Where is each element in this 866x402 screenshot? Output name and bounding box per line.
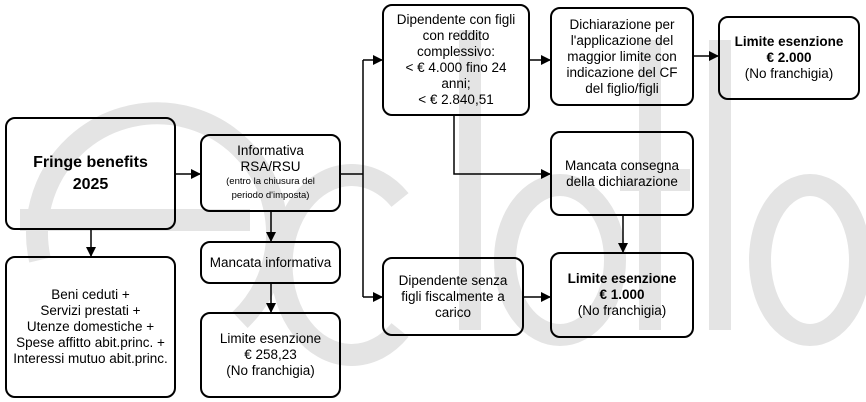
beni-line: Servizi prestati + — [40, 303, 141, 318]
beni-line: Beni ceduti + — [51, 287, 130, 302]
limite-258-title: Limite esenzione — [219, 331, 322, 346]
node-limite-1000: Limite esenzione € 1.000 (No franchigia) — [550, 252, 694, 338]
node-limite-2000: Limite esenzione € 2.000 (No franchigia) — [718, 16, 860, 100]
informativa-note: (entro la chiusura del — [226, 176, 315, 187]
node-mancata-consegna: Mancata consegna della dichiarazione — [550, 131, 694, 216]
dip-figli-line: < € 4.000 fino 24 — [405, 60, 507, 75]
informativa-title: Informativa RSA/RSU — [237, 143, 304, 174]
dip-figli-line: complessivo: — [416, 44, 496, 59]
dip-figli-line: anni; — [441, 76, 471, 91]
node-dipendente-figli: Dipendente con figli con reddito comples… — [382, 4, 530, 116]
node-dichiarazione: Dichiarazione per l'applicazione del mag… — [550, 7, 694, 106]
limite-258-note: (No franchigia) — [226, 363, 315, 378]
mancata-informativa-label: Mancata informativa — [209, 254, 332, 270]
dip-senza-line: Dipendente senza — [398, 272, 508, 288]
node-mancata-informativa: Mancata informativa — [200, 241, 341, 284]
limite-2000-amount: € 2.000 — [766, 50, 812, 65]
node-dipendente-senza-figli: Dipendente senza figli fiscalmente a car… — [382, 257, 524, 336]
node-limite-258: Limite esenzione € 258,23 (No franchigia… — [200, 312, 341, 398]
mancata-consegna-line: Mancata consegna — [564, 157, 680, 173]
dip-senza-line: figli fiscalmente a — [401, 288, 505, 304]
dip-figli-line: Dipendente con figli — [396, 12, 516, 27]
dip-senza-line: carico — [434, 304, 471, 320]
limite-1000-amount: € 1.000 — [599, 287, 645, 302]
limite-258-amount: € 258,23 — [244, 347, 297, 362]
dichiarazione-line: indicazione del CF — [566, 64, 678, 80]
fringe-year: 2025 — [72, 175, 109, 193]
mancata-consegna-line: della dichiarazione — [566, 173, 678, 189]
limite-2000-title: Limite esenzione — [734, 34, 844, 49]
edge-dipfigli-mancataconsegna — [453, 116, 551, 179]
limite-2000-note: (No franchigia) — [744, 66, 834, 81]
beni-line: Spese affitto abit.princ. + — [16, 335, 165, 350]
dichiarazione-line: maggior limite con — [567, 48, 677, 64]
fringe-title: Fringe benefits — [33, 153, 148, 171]
dip-figli-line: < € 2.840,51 — [418, 92, 494, 107]
node-beni-servizi: Beni ceduti + Servizi prestati + Utenze … — [5, 256, 176, 398]
node-fringe-benefits: Fringe benefits 2025 — [5, 117, 176, 230]
beni-line: Interessi mutuo abit.princ. — [13, 351, 168, 366]
dichiarazione-line: Dichiarazione per — [569, 16, 675, 32]
dip-figli-line: con reddito — [422, 28, 490, 43]
dichiarazione-line: l'applicazione del — [570, 32, 674, 48]
beni-line: Utenze domestiche + — [26, 319, 155, 334]
limite-1000-note: (No franchigia) — [577, 303, 667, 318]
dichiarazione-line: del figlio/figli — [585, 80, 659, 96]
informativa-note: periodo d'imposta) — [231, 190, 310, 201]
limite-1000-title: Limite esenzione — [567, 271, 677, 286]
node-informativa: Informativa RSA/RSU (entro la chiusura d… — [200, 134, 341, 212]
